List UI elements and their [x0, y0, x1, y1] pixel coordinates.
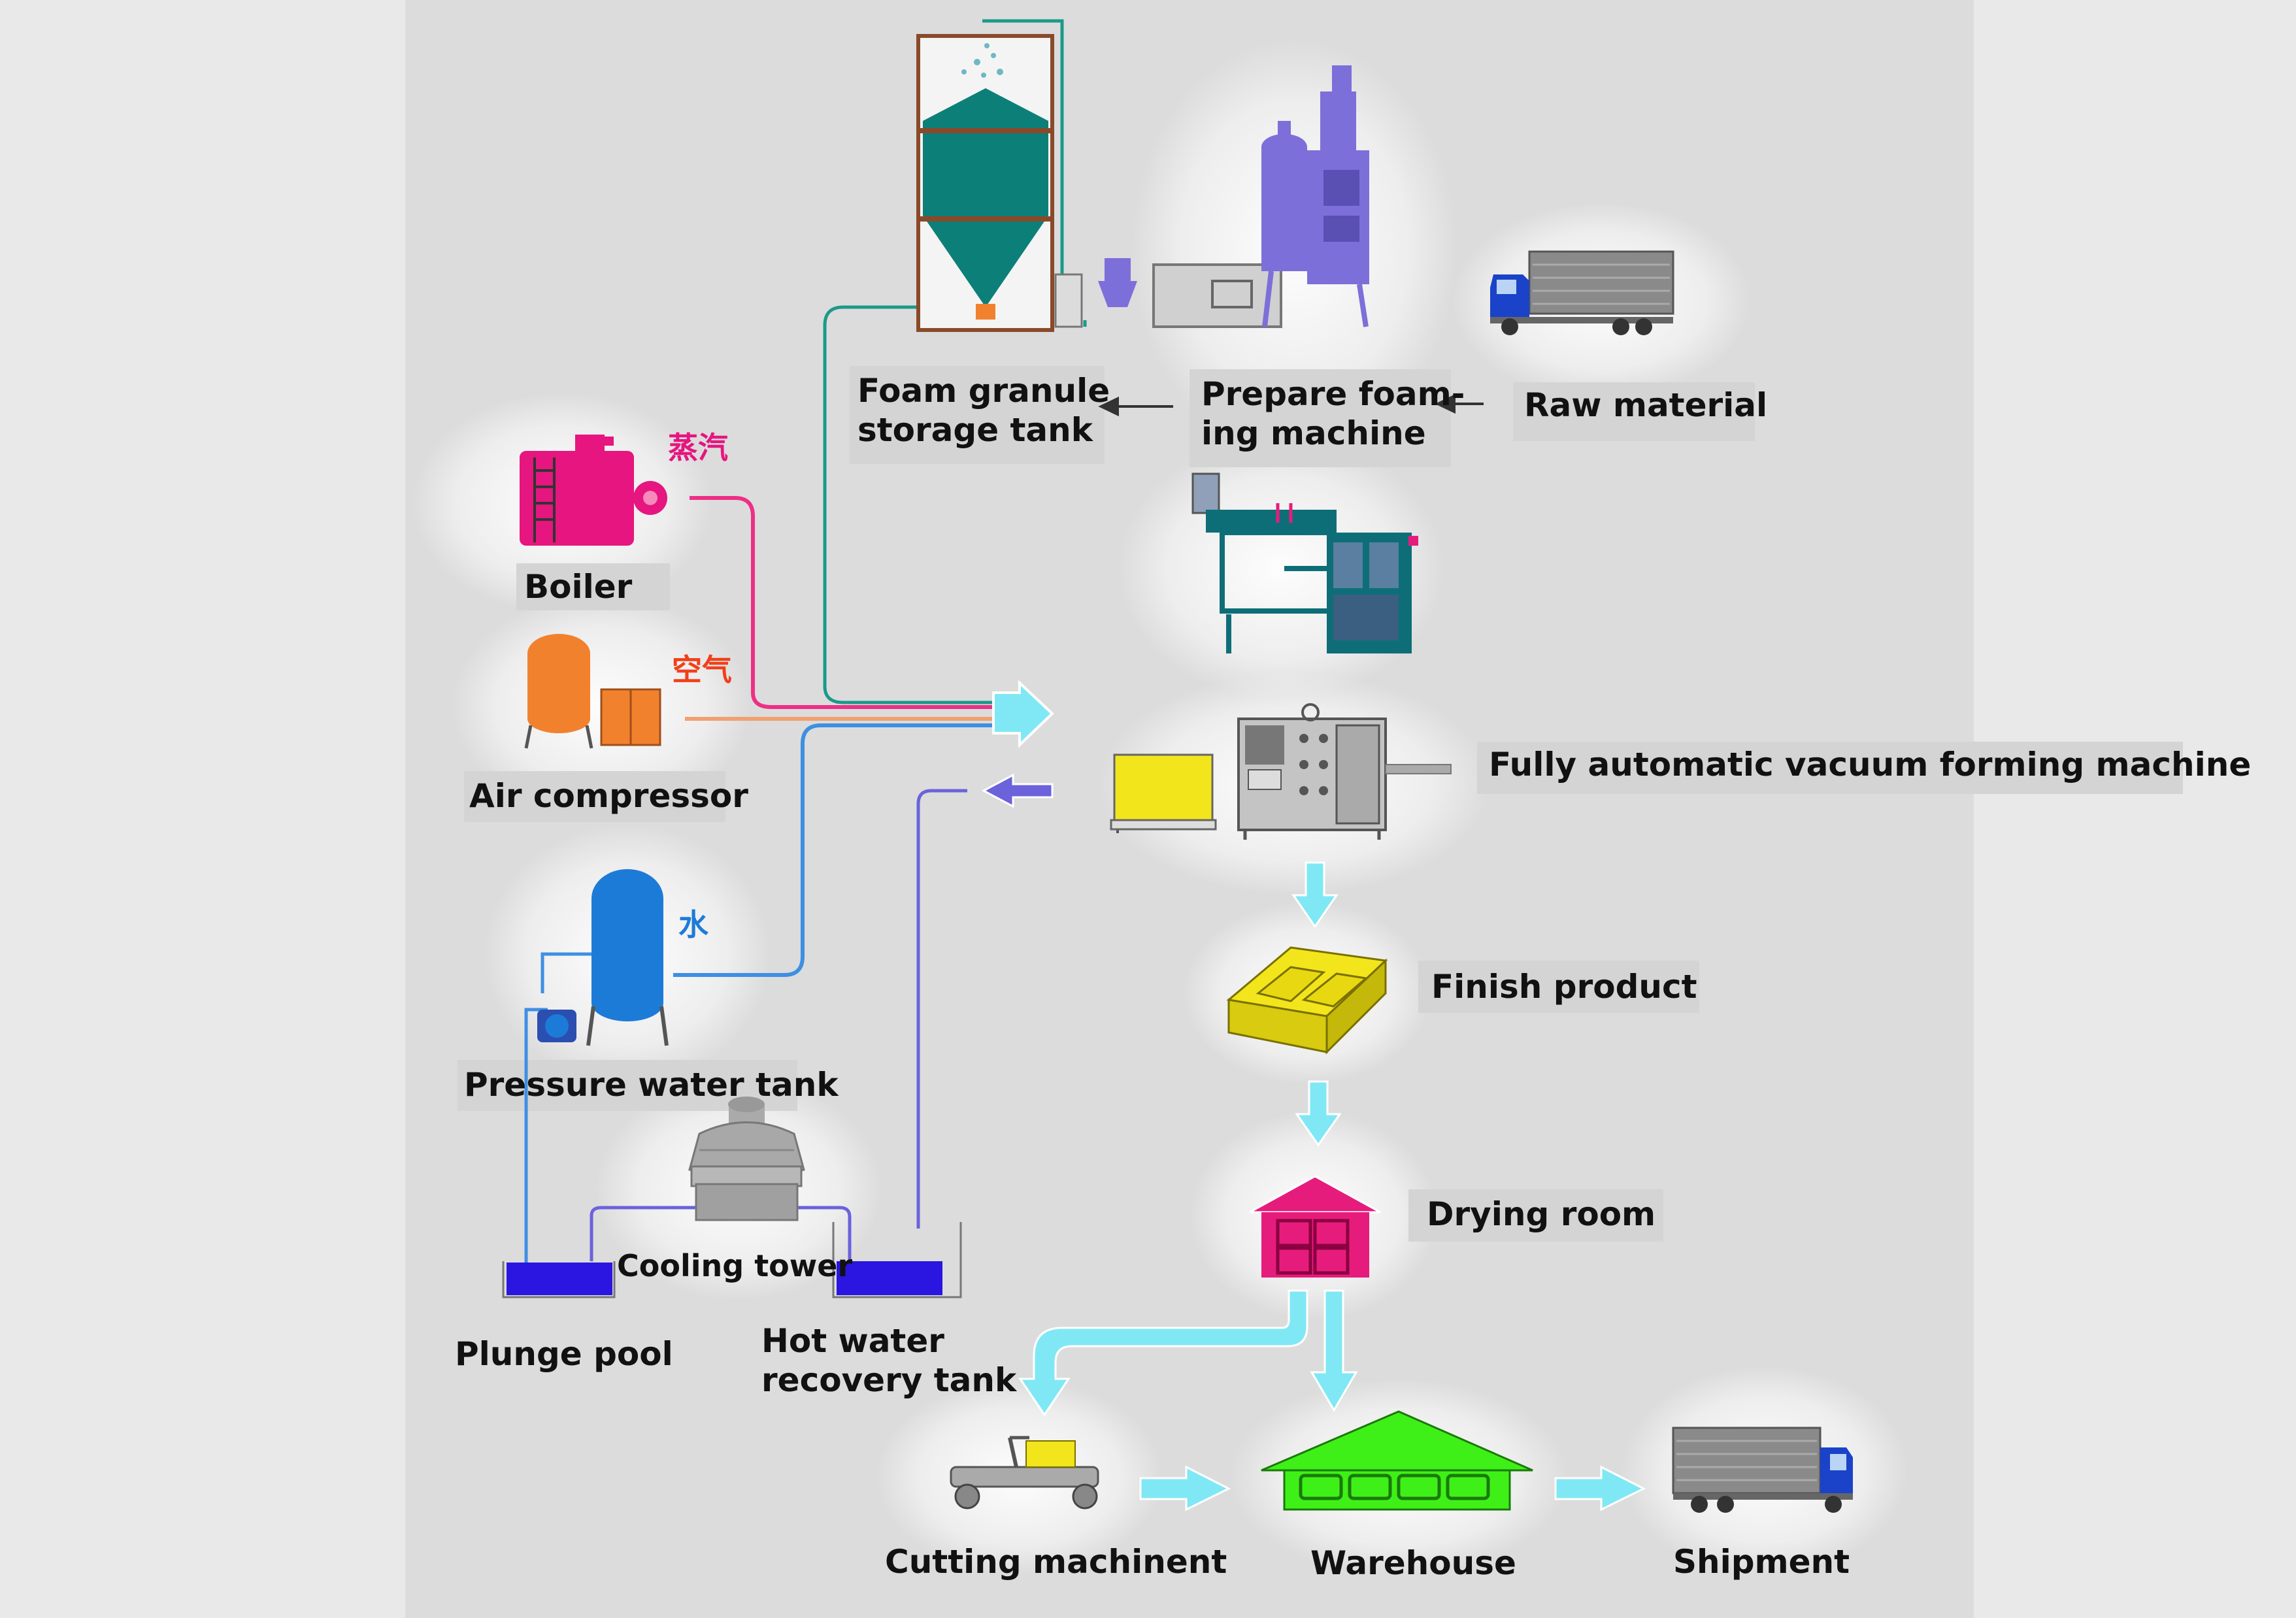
arrow-to-drying-room — [1295, 1080, 1342, 1147]
vacuum-forming-machine-label: Fully automatic vacuum forming machine — [1489, 746, 2252, 784]
bottom-flow-arrows — [1139, 1465, 1646, 1511]
plunge-pool-riser — [524, 1008, 548, 1264]
drying-room-label: Drying room — [1427, 1195, 1656, 1233]
arrow-to-cutting-machine — [1018, 1289, 1308, 1417]
shipment-label: Shipment — [1673, 1543, 1850, 1581]
downward-flow-arrows — [1018, 861, 1358, 1417]
raw-material-truck-icon — [1490, 250, 1674, 335]
plunge-pool-icon — [502, 1261, 616, 1298]
cooling-tower-label: Cooling tower — [617, 1248, 853, 1283]
air-tag: 空气 — [672, 652, 732, 687]
water-tag: 水 — [678, 907, 708, 942]
water-line — [673, 723, 1007, 977]
plunge-pool-line — [541, 952, 591, 993]
pressure-water-tank-label: Pressure water tank — [464, 1066, 839, 1104]
storage-feed-line — [982, 19, 1064, 314]
molding-machine-icon — [1191, 472, 1418, 653]
cutting-machine-icon — [950, 1436, 1099, 1510]
air-compressor-icon — [524, 634, 661, 749]
warehouse-icon — [1261, 1410, 1533, 1511]
return-line — [916, 789, 967, 1229]
raw-material-label: Raw material — [1524, 386, 1768, 424]
return-inlet-arrow — [981, 773, 1054, 808]
foam-granule-storage-tank-label: Foam granule storage tank — [857, 372, 1110, 449]
vacuum-forming-machine-icon — [1110, 703, 1452, 840]
top-flow-arrows — [1098, 393, 1484, 417]
storage-outlet-line — [823, 305, 1007, 704]
arrow-warehouse-to-shipment — [1554, 1465, 1646, 1511]
label-plates — [458, 366, 2183, 1242]
utility-inlet-arrow — [992, 680, 1054, 748]
warehouse-label: Warehouse — [1310, 1544, 1516, 1582]
finish-product-icon — [1226, 946, 1388, 1055]
drying-room-icon — [1249, 1175, 1381, 1278]
arrow-cutting-to-warehouse — [1139, 1465, 1231, 1511]
boiler-icon — [520, 435, 667, 546]
shipment-truck-icon — [1672, 1427, 1853, 1513]
hot-water-recovery-tank-label: Hot water recovery tank — [761, 1322, 1017, 1399]
foam-granule-storage-tank-icon — [916, 34, 1054, 332]
steam-tag: 蒸汽 — [668, 430, 728, 465]
air-compressor-label: Air compressor — [469, 777, 748, 815]
hot-water-recovery-tank-icon — [832, 1222, 962, 1298]
arrow-to-finish-product — [1291, 861, 1339, 929]
prepare-foaming-machine-label: Prepare foam- ing machine — [1201, 375, 1465, 452]
boiler-label: Boiler — [524, 568, 633, 606]
cooling-tower-icon — [688, 1097, 805, 1221]
steam-line — [690, 496, 1007, 709]
pressure-water-tank-icon — [537, 869, 669, 1046]
plunge-pool-label: Plunge pool — [455, 1335, 673, 1373]
cutting-machinent-label: Cutting machinent — [885, 1543, 1227, 1581]
prepare-foaming-machine-icon — [1054, 65, 1369, 328]
arrow-to-warehouse — [1310, 1289, 1358, 1412]
finish-product-label: Finish product — [1431, 968, 1697, 1006]
